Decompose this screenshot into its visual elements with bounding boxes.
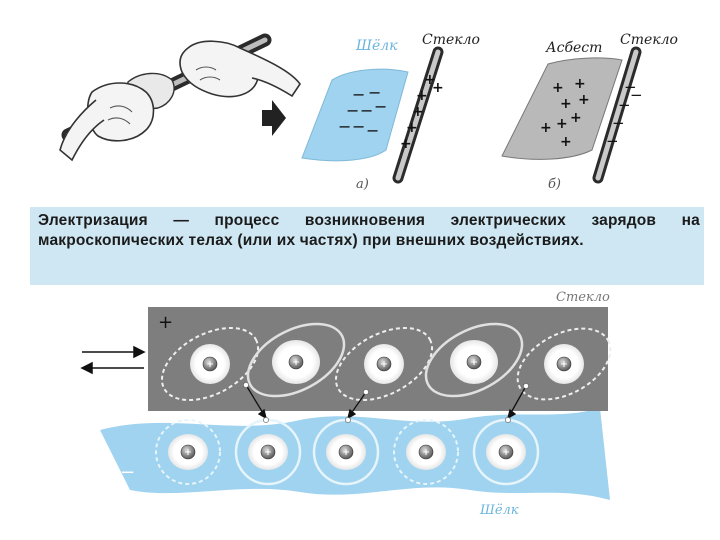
atomic-diagram: + + + + + + + + + + [80,290,612,518]
asbestos-positive-charges: +++ +++ ++ [540,76,590,150]
svg-text:+: + [406,120,418,136]
rubbing-direction-arrows [80,345,146,375]
svg-text:+: + [412,104,424,120]
svg-text:+: + [540,120,552,136]
svg-text:−: − [338,117,351,136]
panel-b-asbestos-glass: +++ +++ ++ −−− −− Асбест Стекло б) [501,32,678,192]
svg-text:−: − [360,101,373,120]
asbestos-label: Асбест [545,40,602,56]
definition-text: Электризация — процесс возникновения эле… [38,211,700,251]
svg-text:+: + [470,358,478,368]
svg-text:−: − [352,117,365,136]
svg-text:+: + [424,72,436,88]
svg-text:+: + [422,448,430,458]
silk-atoms: + + + + + [155,418,540,486]
svg-text:+: + [432,80,444,96]
svg-text:−: − [630,86,643,104]
svg-text:−: − [346,101,359,120]
svg-text:+: + [292,358,300,368]
svg-text:+: + [560,96,572,112]
svg-text:−: − [624,78,637,96]
glass-label-a: Стекло [422,32,480,48]
silk-label-a: Шёлк [355,38,398,54]
caption-a: а) [356,177,369,192]
svg-text:+: + [578,92,590,108]
svg-text:+: + [416,88,428,104]
glass-label-diagram: Стекло [556,290,610,305]
glass-atoms: + + + + + [160,322,612,402]
electrons [243,382,529,423]
svg-text:+: + [264,448,272,458]
hands-rubbing-rod-illustration [59,33,301,162]
silk-sign: − [120,462,135,483]
svg-text:+: + [560,134,572,150]
svg-text:+: + [342,448,350,458]
svg-text:−: − [612,114,625,132]
svg-text:−: − [352,85,365,104]
svg-text:−: − [606,132,619,150]
definition-box [30,207,704,285]
svg-text:−: − [374,97,387,116]
svg-text:−: − [366,121,379,140]
silk-label-diagram: Шёлк [479,503,519,518]
glass-label-b: Стекло [620,32,678,48]
svg-text:+: + [552,80,564,96]
svg-text:+: + [206,360,214,370]
svg-text:+: + [184,448,192,458]
caption-b: б) [548,177,561,192]
svg-text:+: + [560,360,568,370]
definition-term: Электризация [38,212,148,229]
svg-text:+: + [570,110,582,126]
electron-transfer-arrows [245,384,527,420]
svg-text:+: + [400,136,412,152]
svg-text:−: − [368,83,381,102]
definition-body: — процесс возникновения электрических за… [38,212,700,249]
right-arrow-icon [262,100,286,136]
glass-sign: + [158,312,173,333]
svg-text:+: + [556,116,568,132]
svg-text:−: − [618,96,631,114]
svg-text:+: + [380,360,388,370]
glass-negative-charges: −−− −− [606,78,643,150]
svg-text:+: + [502,448,510,458]
panel-a-silk-glass: −−− −−− −− +++ +++ Шёлк Стекло а) [301,32,480,192]
glass-positive-charges: +++ +++ [400,72,444,152]
silk-negative-charges: −−− −−− −− [338,83,387,140]
svg-text:+: + [574,76,586,92]
